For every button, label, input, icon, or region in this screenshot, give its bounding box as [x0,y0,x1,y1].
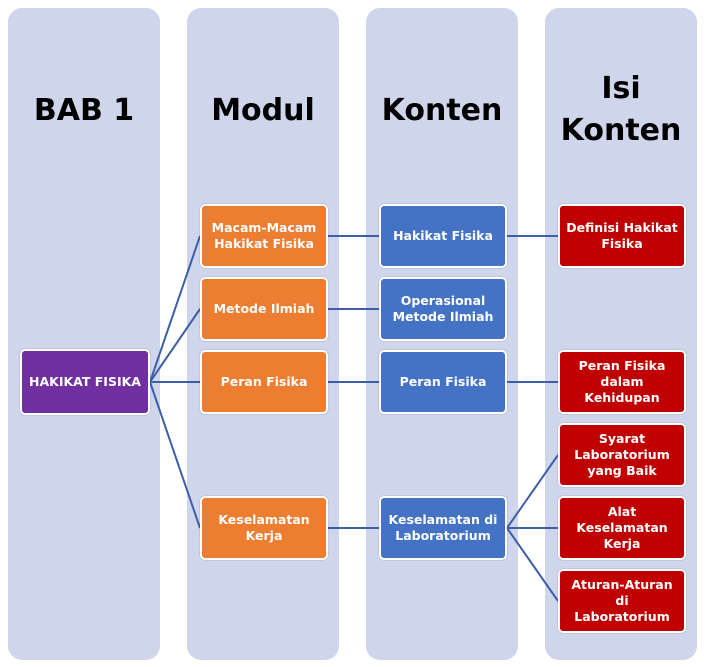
konten-node-4: Keselamatan di Laboratorium [379,496,507,560]
root-node: HAKIKAT FISIKA [20,349,150,415]
connector-root-modul-4 [149,381,201,529]
column-title-bab: BAB 1 [33,93,135,128]
connector-root-modul-2 [149,308,201,383]
isi-node-2: Peran Fisika dalam Kehidupan [558,350,686,414]
column-title-isi-line1: Isi [601,71,641,106]
modul-node-1: Macam-Macam Hakikat Fisika [200,204,328,268]
column-title-modul: Modul [211,93,315,128]
connector-konten-isi-5 [506,527,559,602]
column-title-isi-line2: Konten [560,113,682,148]
isi-node-3: Syarat Laboratorium yang Baik [558,423,686,487]
konten-node-3: Peran Fisika [379,350,507,414]
isi-node-4: Alat Keselamatan Kerja [558,496,686,560]
column-bab: BAB 1 [8,8,160,660]
connector-root-modul-1 [149,235,201,383]
isi-node-5: Aturan-Aturan di Laboratorium [558,569,686,633]
modul-node-2: Metode Ilmiah [200,277,328,341]
konten-node-2: Operasional Metode Ilmiah [379,277,507,341]
konten-node-1: Hakikat Fisika [379,204,507,268]
connector-konten-isi-3 [506,454,559,529]
column-title-konten: Konten [381,93,503,128]
modul-node-3: Peran Fisika [200,350,328,414]
isi-node-1: Definisi Hakikat Fisika [558,204,686,268]
modul-node-4: Keselamatan Kerja [200,496,328,560]
